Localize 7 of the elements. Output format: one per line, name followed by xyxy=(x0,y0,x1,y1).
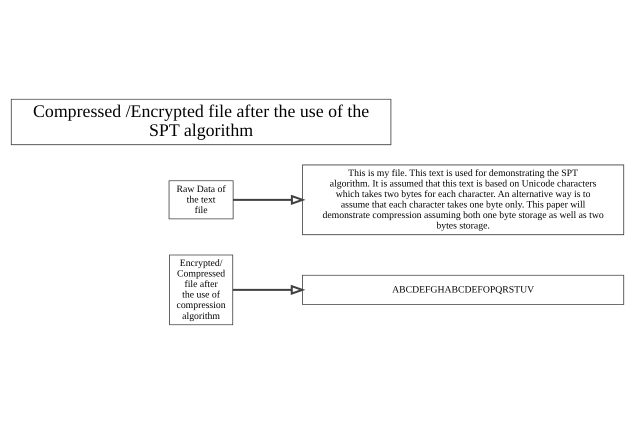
node-box: Raw Data of the text file xyxy=(168,180,234,219)
node-box: ABCDEFGHABCDEFOPQRSTUV xyxy=(302,274,624,304)
node-box: Encrypted/ Compressed file after the use of compression algorithm xyxy=(169,254,234,325)
arrow xyxy=(232,284,306,294)
node-box: This is my file. This text is used for demonstrating the SPT algorithm. It is assumed that this text is based on Unicode characters which takes two bytes for each character. An alternative way is to assume that each character takes one byte only. This paper will demonstrate compression assuming both one byte storage as well as two bytes storage. xyxy=(302,164,624,235)
node-box: Compressed /Encrypted file after the use of the SPT algorithm xyxy=(10,98,392,145)
arrow xyxy=(233,194,306,204)
